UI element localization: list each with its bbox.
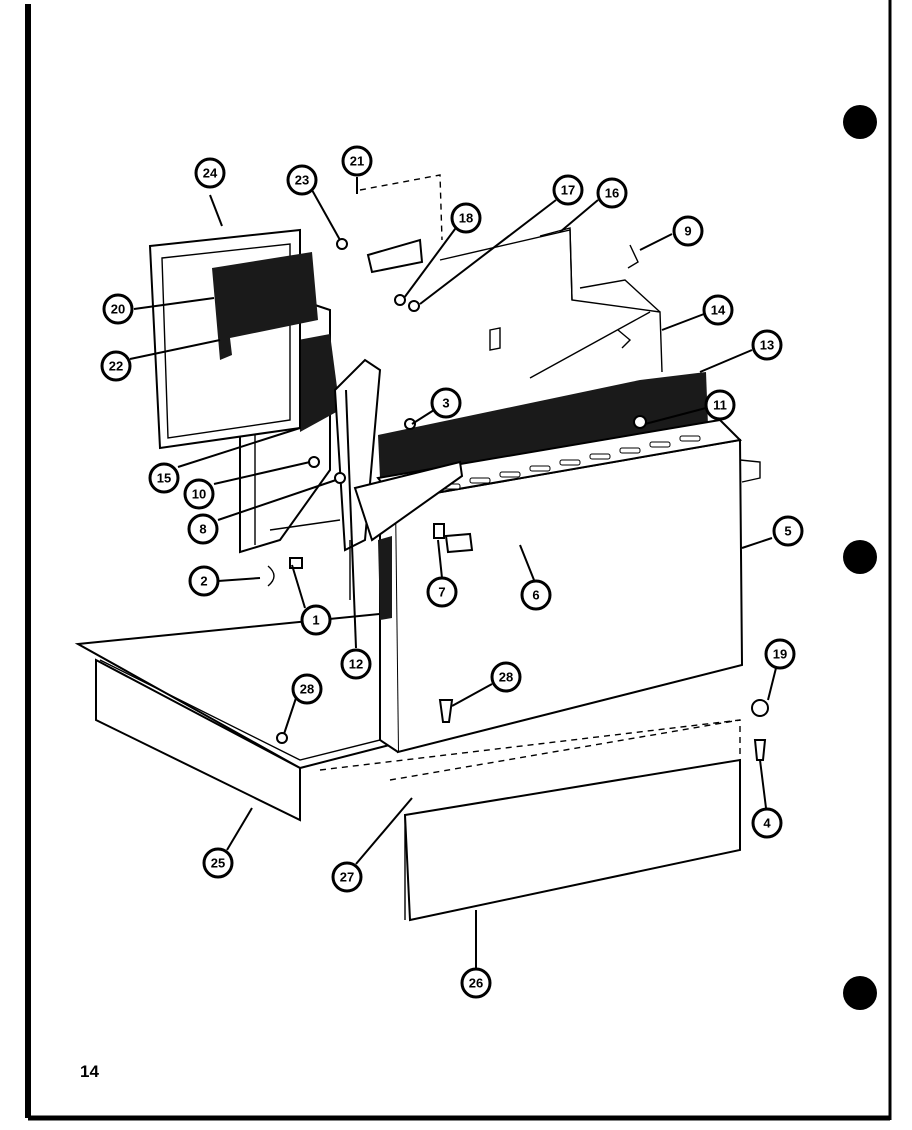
callout-4-label: 4 [763, 816, 771, 831]
callout-11: 11 [704, 389, 736, 421]
page-border [25, 0, 892, 1121]
callout-15-label: 15 [157, 471, 171, 486]
callout-21: 21 [341, 145, 373, 177]
callout-21-label: 21 [350, 154, 364, 169]
callout-28-right: 28 [490, 661, 522, 693]
callout-26: 26 [460, 967, 492, 999]
callout-14-label: 14 [711, 303, 726, 318]
callout-5-label: 5 [784, 524, 791, 539]
callout-28-left: 28 [291, 673, 323, 705]
callout-19-label: 19 [773, 647, 787, 662]
callout-18-label: 18 [459, 211, 473, 226]
punch-hole-top [843, 105, 877, 139]
callout-25-label: 25 [211, 856, 225, 871]
callout-7: 7 [426, 576, 458, 608]
callout-2-label: 2 [200, 574, 207, 589]
callout-23-label: 23 [295, 173, 309, 188]
callout-7-label: 7 [438, 585, 445, 600]
callout-16-label: 16 [605, 186, 619, 201]
callout-10-label: 10 [192, 487, 206, 502]
hardware [267, 244, 769, 761]
callout-20-label: 20 [111, 302, 125, 317]
insulation-strip [376, 372, 743, 502]
callout-23: 23 [286, 164, 318, 196]
callout-8-label: 8 [199, 522, 206, 537]
callout-27-label: 27 [340, 870, 354, 885]
callout-1-label: 1 [312, 613, 319, 628]
callout-18: 18 [450, 202, 482, 234]
lower-support-panel [319, 719, 741, 922]
callout-11-label: 11 [713, 398, 727, 413]
callout-13-label: 13 [760, 338, 774, 353]
top-rear-panel [336, 174, 443, 312]
callout-27: 27 [331, 861, 363, 893]
rear-liner [148, 228, 318, 450]
callout-12: 12 [340, 648, 372, 680]
callout-6-label: 6 [532, 588, 539, 603]
leader-lines [129, 177, 777, 968]
callout-26-label: 26 [469, 976, 483, 991]
callout-20: 20 [102, 293, 134, 325]
callout-3: 3 [430, 387, 462, 419]
callout-5: 5 [772, 515, 804, 547]
callout-3-label: 3 [442, 396, 449, 411]
callout-2: 2 [188, 565, 220, 597]
callout-4: 4 [751, 807, 783, 839]
callout-14: 14 [702, 294, 734, 326]
callout-15: 15 [148, 462, 180, 494]
callout-17-label: 17 [561, 183, 575, 198]
callout-13: 13 [751, 329, 783, 361]
callout-24: 24 [194, 157, 226, 189]
callout-10: 10 [183, 478, 215, 510]
callout-25: 25 [202, 847, 234, 879]
callout-24-label: 24 [203, 166, 218, 181]
callout-19: 19 [764, 638, 796, 670]
callout-1: 1 [300, 604, 332, 636]
callout-17: 17 [552, 174, 584, 206]
callout-12-label: 12 [349, 657, 363, 672]
page-number: 14 [80, 1062, 99, 1081]
callout-9-label: 9 [684, 224, 691, 239]
callout-28-right-label: 28 [499, 670, 513, 685]
callout-8: 8 [187, 513, 219, 545]
callout-6: 6 [520, 579, 552, 611]
rear-wall-panel [439, 227, 663, 379]
punch-hole-bottom [843, 976, 877, 1010]
callout-28-left-label: 28 [300, 682, 314, 697]
callout-22: 22 [100, 350, 132, 382]
callout-22-label: 22 [109, 359, 123, 374]
punch-hole-middle [843, 540, 877, 574]
callout-9: 9 [672, 215, 704, 247]
callout-16: 16 [596, 177, 628, 209]
